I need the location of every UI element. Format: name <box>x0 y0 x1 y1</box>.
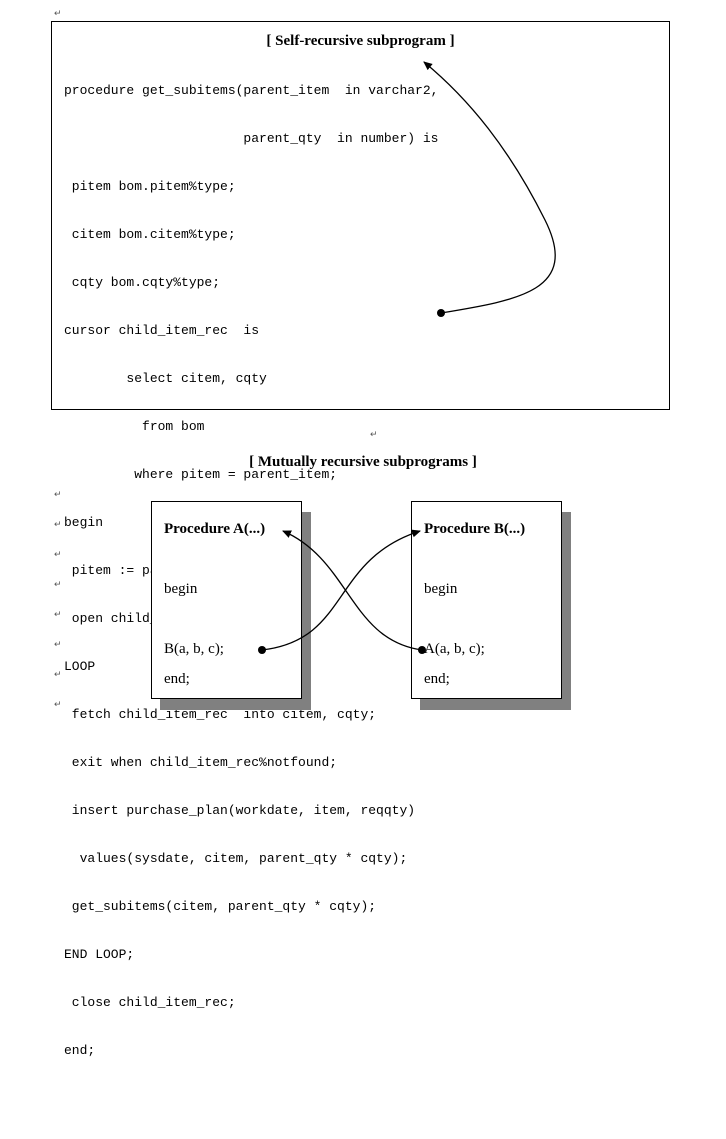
procedure-a-header: Procedure A(...) <box>164 521 266 537</box>
procedure-b-begin: begin <box>424 581 458 597</box>
procedure-a-call: B(a, b, c); <box>164 641 224 657</box>
procedure-b-call: A(a, b, c); <box>424 641 485 657</box>
procedure-b-header: Procedure B(...) <box>424 521 526 537</box>
self-recursive-title: [ Self-recursive subprogram ] <box>266 33 455 49</box>
code-line: cursor child_item_rec is <box>64 323 260 338</box>
code-line: exit when child_item_rec%notfound; <box>64 755 338 770</box>
code-line: values(sysdate, citem, parent_qty * cqty… <box>64 851 408 866</box>
code-line: insert purchase_plan(workdate, item, req… <box>64 803 416 818</box>
code-line: parent_qty in number) is <box>64 131 439 146</box>
procedure-b-end: end; <box>424 671 450 687</box>
b-to-a-arrow-origin <box>418 646 426 654</box>
paragraph-mark: ↵ <box>54 609 62 619</box>
code-line: citem bom.citem%type; <box>64 227 236 242</box>
self-recursion-arrow-origin <box>437 309 445 317</box>
code-line: end; <box>64 1043 96 1058</box>
paragraph-mark: ↵ <box>54 699 62 709</box>
procedure-a-end: end; <box>164 671 190 687</box>
procedure-a-box: Procedure A(...) begin B(a, b, c); end; <box>151 501 302 699</box>
paragraph-mark: ↵ <box>54 639 62 649</box>
code-line: pitem bom.pitem%type; <box>64 179 236 194</box>
a-to-b-arrow-origin <box>258 646 266 654</box>
paragraph-mark: ↵ <box>54 8 62 18</box>
code-line: from bom <box>64 419 205 434</box>
a-to-b-arrow <box>261 529 421 651</box>
b-to-a-arrow <box>282 530 423 651</box>
self-recursion-arrow <box>423 61 556 314</box>
paragraph-mark: ↵ <box>54 669 62 679</box>
code-line: where pitem = parent_item; <box>64 467 338 482</box>
code-line <box>64 1091 438 1107</box>
paragraph-mark: ↵ <box>54 549 62 559</box>
mutual-recursive-title: [ Mutually recursive subprograms ] <box>249 454 477 470</box>
paragraph-mark: ↵ <box>370 429 378 439</box>
code-line: get_subitems(citem, parent_qty * cqty); <box>64 899 377 914</box>
procedure-a-begin: begin <box>164 581 198 597</box>
recursion-arrows <box>258 61 556 654</box>
procedure-b-box: Procedure B(...) begin A(a, b, c); end; <box>411 501 562 699</box>
paragraph-mark: ↵ <box>54 519 62 529</box>
code-line: begin <box>64 515 104 530</box>
self-recursive-code-box: [ Self-recursive subprogram ] procedure … <box>51 21 670 1058</box>
paragraph-mark: ↵ <box>54 489 62 499</box>
code-line: close child_item_rec; <box>64 995 236 1010</box>
code-line: END LOOP; <box>64 947 135 962</box>
code-line: cqty bom.cqty%type; <box>64 275 221 290</box>
paragraph-mark: ↵ <box>54 579 62 589</box>
code-line: select citem, cqty <box>64 371 267 386</box>
code-line: procedure get_subitems(parent_item in va… <box>64 83 439 98</box>
code-line: LOOP <box>64 659 96 674</box>
